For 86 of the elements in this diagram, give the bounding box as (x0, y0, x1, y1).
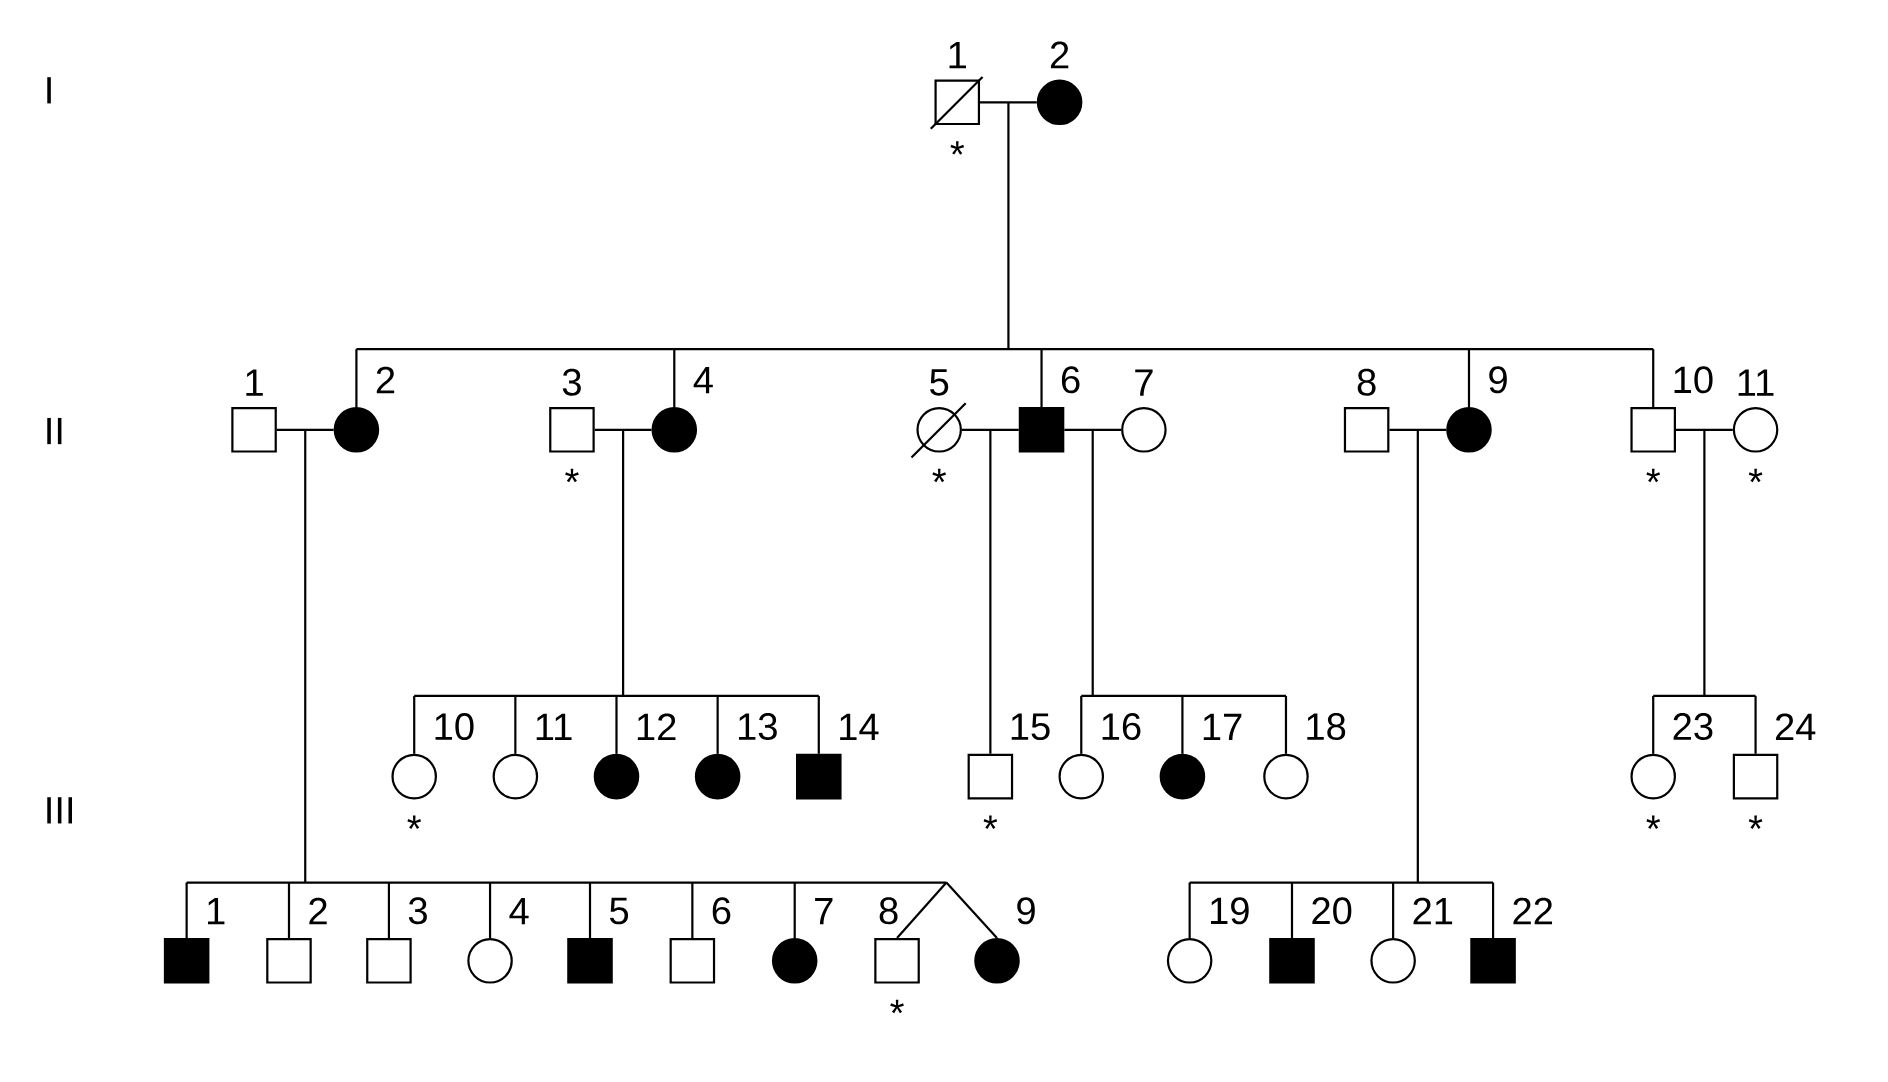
descent-line (1290, 882, 1294, 938)
descent-line (673, 348, 676, 407)
number-label: 8 (1357, 368, 1376, 396)
number-label: 3 (408, 897, 427, 925)
number-label: 10 (435, 712, 474, 740)
descent-line (1467, 348, 1471, 407)
asterisk-mark: * (407, 815, 421, 829)
number-label: 1 (949, 41, 966, 68)
number-label: 2 (376, 366, 395, 394)
number-label: 20 (1312, 897, 1352, 925)
number-label: 4 (509, 897, 529, 925)
descent-line (514, 695, 517, 754)
number-label: 11 (536, 713, 572, 740)
number-label: 9 (1489, 366, 1507, 394)
number-label: 12 (637, 713, 676, 740)
descent-line (896, 881, 948, 939)
mating-line (961, 428, 1019, 431)
generation-numeral: III (47, 797, 73, 824)
descent-line (1080, 695, 1083, 754)
asterisk-mark: * (565, 468, 579, 482)
descent-line (945, 881, 998, 939)
asterisk-mark: * (1748, 815, 1763, 829)
number-label: 9 (1017, 897, 1035, 925)
number-label: 5 (610, 897, 629, 925)
number-label: 22 (1513, 897, 1553, 925)
asterisk-mark: * (1646, 815, 1660, 829)
number-label: 6 (1061, 366, 1080, 394)
family-connector (413, 428, 820, 697)
descent-line (1754, 695, 1757, 754)
number-label: 4 (693, 366, 713, 394)
descent-line (1181, 695, 1184, 754)
number-label: 14 (840, 713, 879, 740)
descent-line (615, 695, 618, 754)
number-label: 3 (562, 368, 581, 396)
generation-numeral: II (47, 417, 62, 444)
descent-line (989, 429, 992, 754)
number-label: 2 (309, 897, 327, 925)
family-connector (185, 428, 948, 884)
descent-line (1491, 882, 1495, 938)
descent-line (793, 882, 796, 938)
number-label: 8 (879, 897, 898, 925)
descent-line (1392, 882, 1395, 938)
descent-line (355, 348, 358, 407)
descent-line (716, 695, 719, 754)
descent-line (1652, 695, 1655, 754)
descent-line (588, 882, 592, 938)
number-label: 10 (1674, 366, 1713, 394)
number-label: 6 (712, 897, 731, 925)
descent-line (1188, 882, 1191, 938)
descent-line (1040, 348, 1043, 407)
descent-line (1284, 695, 1288, 754)
number-label: 1 (208, 897, 225, 925)
number-label: 23 (1673, 712, 1713, 740)
family-connector (1063, 428, 1288, 697)
descent-line (287, 882, 291, 938)
number-label: 19 (1211, 897, 1249, 925)
family-connector (355, 101, 1655, 351)
descent-line (387, 882, 391, 938)
family-connector (1652, 428, 1757, 697)
number-label: 2 (1050, 41, 1069, 68)
number-label: 15 (1011, 713, 1050, 740)
number-label: 7 (815, 897, 833, 925)
descent-line (691, 882, 694, 938)
asterisk-mark: * (983, 815, 998, 829)
descent-line (185, 882, 188, 938)
descent-line (1652, 348, 1655, 407)
number-label: 7 (1135, 369, 1153, 396)
descent-line (413, 695, 416, 754)
number-label: 16 (1102, 712, 1141, 740)
generation-numeral: I (47, 76, 51, 104)
number-label: 17 (1203, 713, 1242, 740)
family-connector (1188, 428, 1495, 884)
asterisk-mark: * (1748, 468, 1763, 482)
descent-line (488, 882, 492, 938)
descent-line (817, 695, 820, 754)
asterisk-mark: * (1646, 468, 1660, 482)
number-label: 18 (1307, 712, 1346, 740)
number-label: 1 (246, 369, 263, 396)
number-label: 11 (1738, 369, 1774, 396)
asterisk-mark: * (950, 141, 965, 155)
number-label: 5 (930, 368, 949, 396)
number-label: 13 (739, 712, 777, 740)
number-label: 24 (1775, 713, 1816, 740)
asterisk-mark: * (932, 468, 946, 482)
asterisk-mark: * (890, 999, 904, 1013)
number-label: 21 (1413, 897, 1453, 925)
